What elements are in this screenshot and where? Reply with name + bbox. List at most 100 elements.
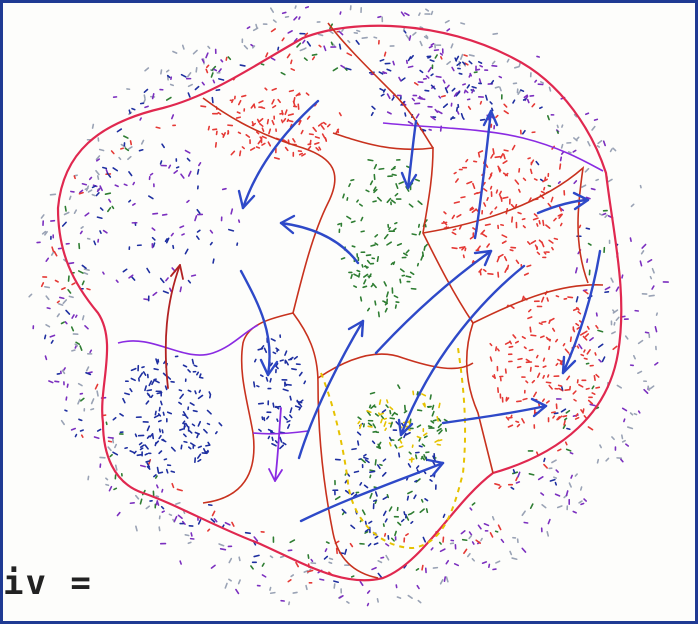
- texture-dot: [607, 178, 613, 183]
- texture-dot: [377, 560, 383, 564]
- texture-dot: [398, 445, 404, 449]
- texture-dot: [564, 417, 568, 421]
- texture-dot: [128, 199, 132, 203]
- texture-dot: [289, 395, 292, 401]
- texture-dot: [436, 443, 442, 446]
- texture-dot: [593, 118, 599, 121]
- texture-dot: [154, 441, 157, 447]
- texture-dot: [209, 229, 214, 234]
- texture-dot: [641, 243, 647, 249]
- texture-dot: [317, 33, 324, 37]
- texture-dot: [115, 279, 119, 283]
- texture-dot: [128, 146, 133, 150]
- texture-dot: [134, 494, 140, 500]
- texture-dot: [350, 575, 355, 578]
- texture-dot: [461, 246, 466, 251]
- texture-dot: [63, 211, 70, 216]
- texture-dot: [515, 420, 520, 423]
- texture-dot: [510, 486, 515, 490]
- texture-dot: [587, 426, 594, 431]
- texture-dot: [298, 120, 302, 126]
- blue-arrow-icon: [397, 418, 414, 437]
- texture-dot: [128, 109, 131, 115]
- texture-dot: [546, 115, 550, 121]
- texture-dot: [130, 367, 137, 372]
- texture-dot: [371, 105, 376, 110]
- texture-dot: [508, 345, 514, 348]
- texture-dot: [548, 239, 554, 244]
- texture-dot: [261, 127, 265, 132]
- texture-dot: [461, 116, 465, 120]
- blue-arrow-icon: [561, 355, 577, 375]
- texture-dot: [565, 409, 571, 414]
- texture-dot: [142, 371, 147, 376]
- texture-dot: [81, 264, 87, 270]
- texture-dot: [476, 245, 481, 251]
- texture-dot: [432, 419, 437, 422]
- texture-dot: [394, 530, 397, 537]
- texture-dot: [324, 548, 328, 553]
- purple-curve-1: [382, 122, 604, 172]
- texture-dot: [460, 530, 466, 535]
- texture-dot: [178, 401, 183, 405]
- texture-dot: [56, 300, 60, 304]
- texture-dot: [382, 88, 386, 93]
- inner-curve-3: [292, 312, 379, 579]
- texture-dot: [293, 37, 298, 43]
- texture-dot: [431, 410, 435, 417]
- texture-dot: [581, 330, 588, 335]
- texture-dot: [480, 229, 486, 235]
- texture-dot: [430, 73, 434, 77]
- texture-dot: [611, 436, 615, 441]
- texture-dot: [95, 155, 101, 161]
- texture-dot: [373, 542, 379, 546]
- texture-dot: [462, 83, 467, 86]
- texture-dot: [344, 479, 348, 484]
- texture-dot: [187, 541, 192, 545]
- texture-dot: [261, 562, 265, 567]
- texture-dot: [340, 257, 346, 260]
- inner-curve-4: [332, 132, 474, 324]
- texture-dot: [405, 59, 409, 64]
- texture-dot: [578, 383, 584, 388]
- texture-dot: [532, 391, 538, 398]
- texture-dot: [553, 476, 558, 479]
- texture-dot: [107, 436, 114, 439]
- texture-dot: [478, 78, 482, 84]
- texture-dot: [460, 196, 466, 199]
- texture-dot: [307, 554, 310, 559]
- texture-dot: [107, 206, 112, 213]
- texture-dot: [196, 433, 199, 439]
- texture-dot: [338, 594, 344, 599]
- texture-dot: [525, 358, 531, 363]
- texture-dot: [397, 436, 403, 442]
- texture-dot: [574, 473, 578, 477]
- texture-dot: [74, 343, 79, 347]
- texture-dot: [263, 347, 268, 354]
- texture-dot: [377, 441, 382, 448]
- texture-dot: [414, 479, 418, 483]
- texture-dot: [205, 52, 209, 59]
- texture-dot: [525, 380, 529, 384]
- texture-dot: [489, 342, 493, 347]
- texture-dot: [356, 431, 362, 436]
- texture-dot: [542, 219, 545, 227]
- texture-dot: [141, 366, 145, 369]
- texture-dot: [385, 554, 390, 561]
- texture-dot: [75, 341, 81, 345]
- texture-dot: [43, 334, 47, 340]
- texture-dot: [368, 404, 372, 409]
- texture-dot: [85, 366, 90, 372]
- texture-dot: [164, 385, 168, 391]
- texture-dot: [284, 146, 289, 152]
- texture-dot: [459, 53, 464, 60]
- texture-dot: [405, 275, 412, 278]
- texture-dot: [218, 543, 225, 547]
- texture-dot: [80, 434, 84, 438]
- texture-dot: [540, 492, 545, 496]
- texture-dot: [542, 178, 548, 183]
- texture-dot: [381, 471, 387, 477]
- texture-dot: [390, 262, 394, 266]
- texture-dot: [179, 428, 184, 431]
- texture-dot: [270, 338, 276, 342]
